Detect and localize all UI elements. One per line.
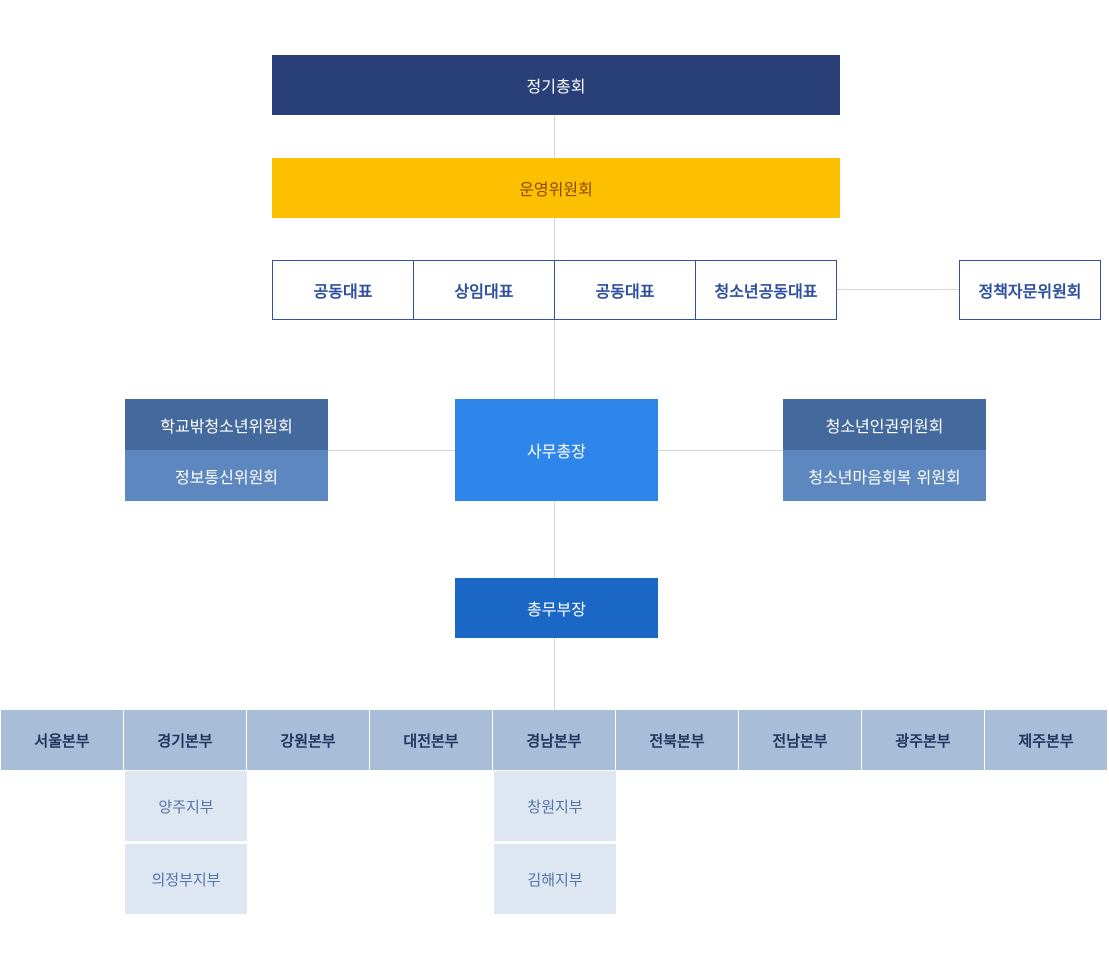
secretary-general-box: 사무총장 bbox=[455, 399, 658, 501]
representative-box: 공동대표 bbox=[272, 260, 414, 320]
branch-box: 양주지부 bbox=[125, 771, 247, 841]
steering-committee-box: 운영위원회 bbox=[272, 158, 840, 218]
headquarters-box: 경남본부 bbox=[493, 710, 615, 770]
connector-policy bbox=[837, 289, 959, 290]
headquarters-box: 경기본부 bbox=[124, 710, 246, 770]
branch-box: 의정부지부 bbox=[125, 844, 247, 914]
headquarters-box: 전북본부 bbox=[616, 710, 738, 770]
headquarters-box: 광주본부 bbox=[862, 710, 984, 770]
headquarters-box: 서울본부 bbox=[1, 710, 123, 770]
general-affairs-box: 총무부장 bbox=[455, 578, 658, 638]
committee-box: 청소년인권위원회 bbox=[783, 399, 986, 450]
general-assembly-box: 정기총회 bbox=[272, 55, 840, 115]
branch-box: 창원지부 bbox=[494, 771, 616, 841]
committee-box: 정보통신위원회 bbox=[125, 450, 328, 501]
representative-box: 상임대표 bbox=[413, 260, 555, 320]
headquarters-box: 강원본부 bbox=[247, 710, 369, 770]
committee-box: 청소년마음회복 위원회 bbox=[783, 450, 986, 501]
connector-right-committees bbox=[658, 450, 783, 451]
representative-box: 공동대표 bbox=[554, 260, 696, 320]
headquarters-box: 전남본부 bbox=[739, 710, 861, 770]
headquarters-box: 제주본부 bbox=[985, 710, 1107, 770]
headquarters-box: 대전본부 bbox=[370, 710, 492, 770]
representative-box: 청소년공동대표 bbox=[695, 260, 837, 320]
connector-left-committees bbox=[328, 450, 455, 451]
policy-advisory-box: 정책자문위원회 bbox=[959, 260, 1101, 320]
branch-box: 김해지부 bbox=[494, 844, 616, 914]
committee-box: 학교밖청소년위원회 bbox=[125, 399, 328, 450]
